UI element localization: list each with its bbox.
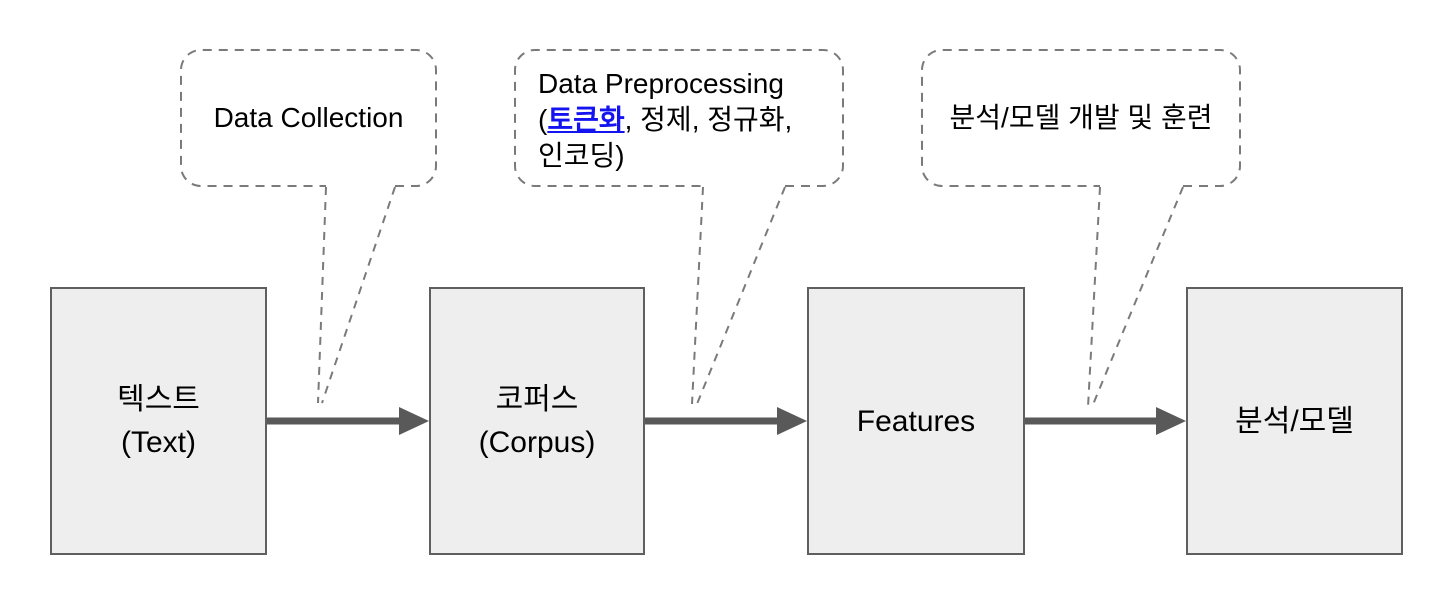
- callout-text-data-collection: Data Collection: [181, 50, 436, 186]
- node-corpus-label-line2: (Corpus): [478, 426, 596, 459]
- node-text: 텍스트 (Text): [50, 287, 267, 555]
- flow-arrow-text-to-corpus: [267, 407, 429, 435]
- flow-arrow-features-to-model: [1025, 407, 1186, 435]
- training-label: 분석/모델 개발 및 훈련: [949, 102, 1213, 133]
- callout-tail-data-preprocessing: [691, 186, 786, 405]
- callout-tail-training: [1087, 186, 1184, 408]
- node-corpus-label-line1: 코퍼스: [495, 383, 579, 416]
- callout-text-data-preprocessing: Data Preprocessing (토큰화, 정제, 정규화, 인코딩): [538, 66, 838, 174]
- node-features-label: Features: [856, 404, 976, 438]
- preprocessing-line1: Data Preprocessing: [538, 68, 784, 99]
- preprocessing-line3: 인코딩): [538, 140, 625, 171]
- preprocessing-line2-rest: , 정제, 정규화,: [624, 104, 793, 135]
- callout-tail-data-collection: [317, 186, 396, 404]
- callout-text-training: 분석/모델 개발 및 훈련: [922, 50, 1240, 186]
- node-text-label-line2: (Text): [121, 426, 196, 459]
- flow-arrow-corpus-to-features: [645, 407, 807, 435]
- tokenization-link[interactable]: 토큰화: [547, 104, 625, 135]
- preprocessing-line2: (토큰화, 정제, 정규화,: [538, 102, 838, 138]
- node-analysis-model-label: 분석/모델: [1235, 404, 1354, 438]
- node-features: Features: [807, 287, 1025, 555]
- node-text-label-line1: 텍스트: [117, 383, 200, 416]
- node-corpus: 코퍼스 (Corpus): [429, 287, 645, 555]
- data-collection-label: Data Collection: [213, 102, 404, 133]
- preprocessing-line2-open: (: [538, 104, 548, 135]
- node-analysis-model: 분석/모델: [1186, 287, 1403, 555]
